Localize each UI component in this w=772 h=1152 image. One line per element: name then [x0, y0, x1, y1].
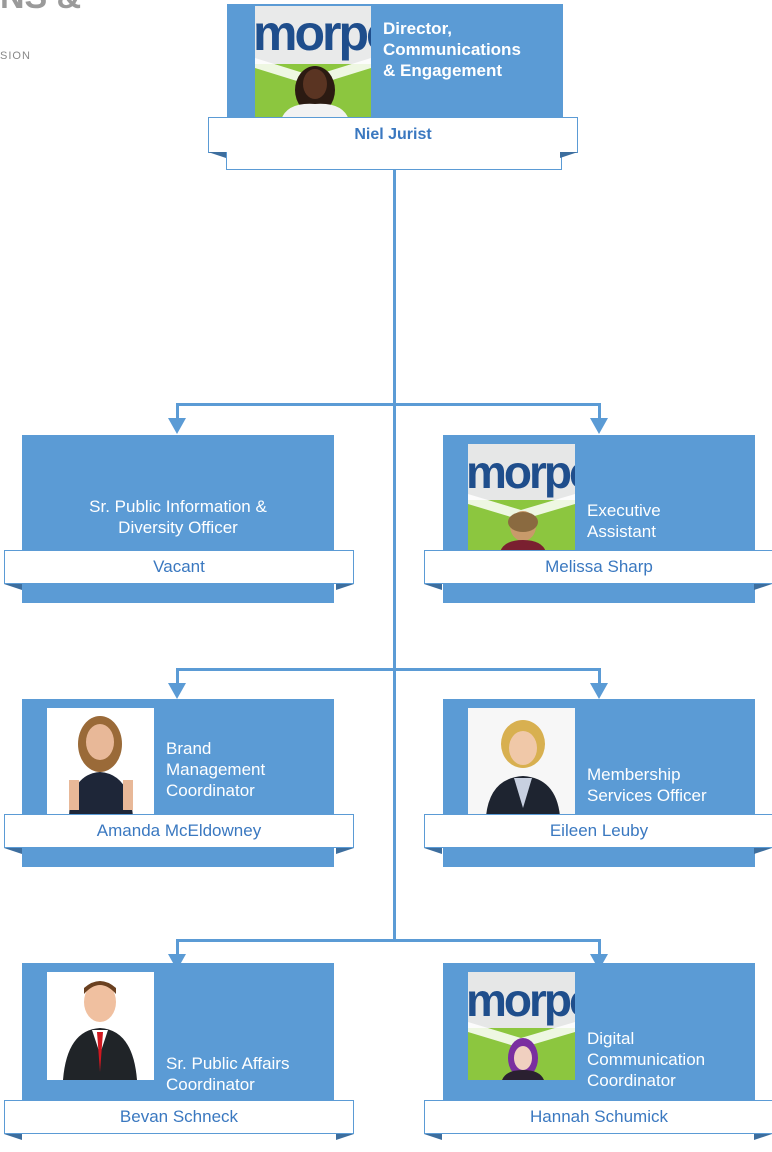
staff-title: Sr. Public Affairs Coordinator — [166, 1054, 290, 1094]
page-subheader-partial: SION — [0, 50, 31, 62]
card-fold — [4, 584, 22, 590]
card-fold — [754, 584, 772, 590]
card-fold — [336, 848, 354, 854]
director-name: Niel Jurist — [208, 117, 578, 153]
card-fold — [424, 848, 442, 854]
director-fold-right — [560, 152, 578, 158]
staff-name: Vacant — [4, 550, 354, 584]
staff-photo — [468, 708, 575, 816]
staff-title: Digital Communication Coordinator — [587, 1029, 706, 1090]
card-fold — [4, 1134, 22, 1140]
staff-name: Eileen Leuby — [424, 814, 772, 848]
staff-name: Amanda McEldowney — [4, 814, 354, 848]
staff-name: Hannah Schumick — [424, 1100, 772, 1134]
staff-name: Melissa Sharp — [424, 550, 772, 584]
page-header-partial: NS & — [0, 0, 81, 17]
card-fold — [424, 584, 442, 590]
staff-title: Membership Services Officer — [587, 765, 707, 805]
director-card: morpc Director, Communications & Engagem… — [226, 3, 564, 125]
director-fold-left — [208, 152, 226, 158]
staff-title: Brand Management Coordinator — [166, 739, 266, 800]
staff-name: Bevan Schneck — [4, 1100, 354, 1134]
card-fold — [336, 584, 354, 590]
staff-photo: morpc — [468, 444, 575, 552]
director-photo: morpc — [255, 6, 371, 120]
director-photo-logo: morpc — [255, 6, 371, 61]
staff-title: Executive Assistant — [587, 501, 661, 541]
card-fold — [336, 1134, 354, 1140]
staff-photo — [47, 708, 154, 816]
staff-photo-logo: morpc — [468, 974, 575, 1026]
card-fold — [754, 1134, 772, 1140]
staff-photo: morpc — [468, 972, 575, 1080]
card-fold — [4, 848, 22, 854]
card-fold — [754, 848, 772, 854]
staff-photo — [47, 972, 154, 1080]
staff-title: Sr. Public Information & Diversity Offic… — [89, 497, 267, 537]
card-fold — [424, 1134, 442, 1140]
director-title: Director, Communications & Engagement — [383, 19, 521, 80]
director-card-base — [226, 152, 562, 170]
staff-photo-logo: morpc — [468, 446, 575, 498]
